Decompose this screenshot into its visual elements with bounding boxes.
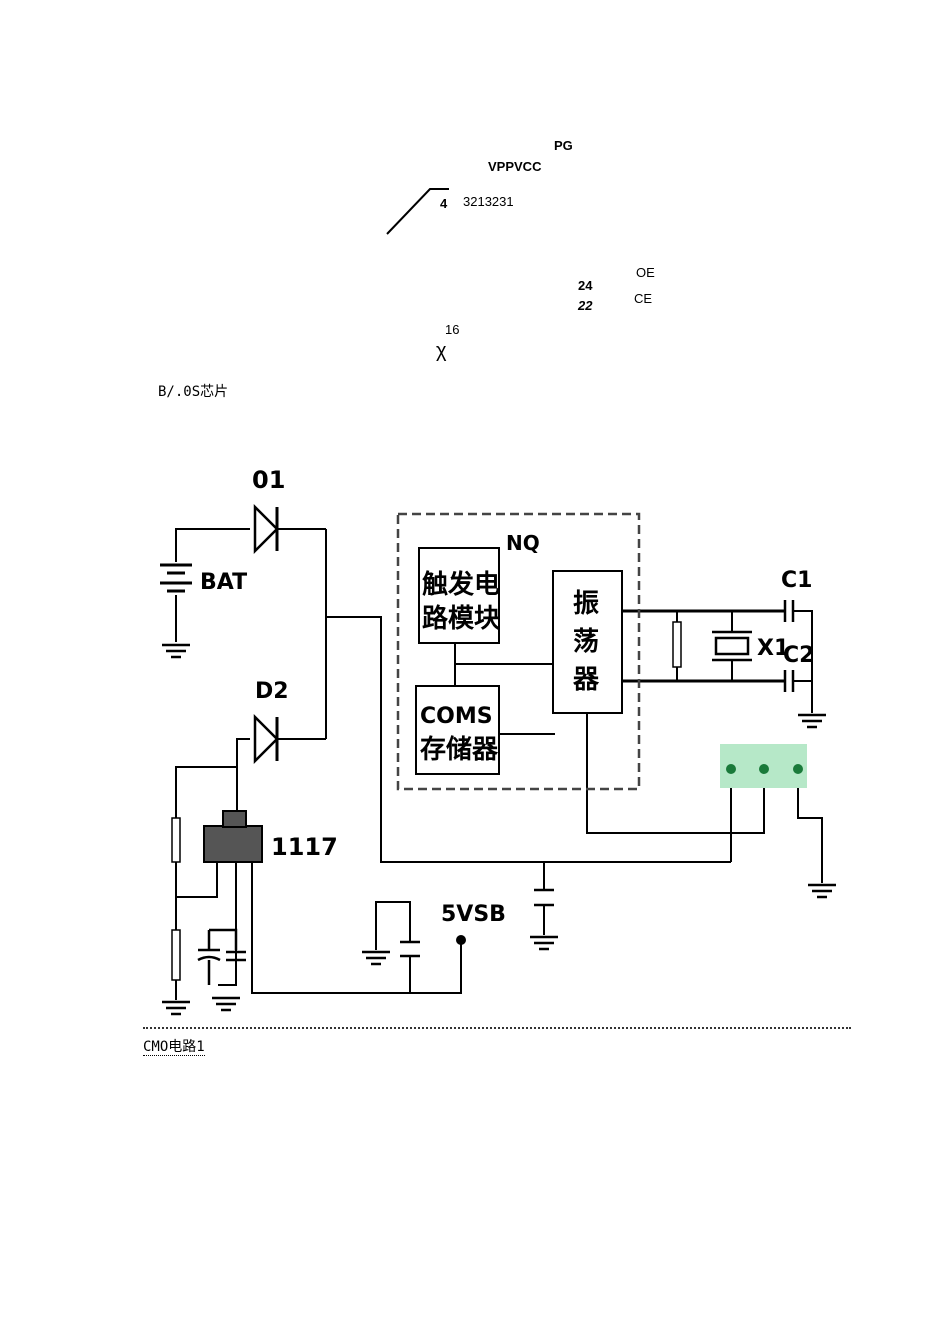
- crystal-icon: [712, 630, 752, 662]
- regulator-body: [203, 825, 263, 863]
- vsb-cap-top-wire: [375, 901, 411, 950]
- jumper-pin-1-icon: [726, 764, 736, 774]
- d1-diode-icon: [253, 503, 279, 555]
- ground-icon-divider: [162, 1000, 190, 1016]
- regulator-label: 1117: [271, 833, 338, 861]
- pin-24-label: 24: [578, 278, 593, 293]
- ground-icon-vsb: [362, 950, 390, 966]
- divider-rule: [143, 1027, 851, 1029]
- cap-return-wire: [793, 610, 813, 713]
- xtal-resistor-icon: [672, 621, 682, 668]
- pg-label: PG: [554, 138, 573, 153]
- regulator-tab: [222, 810, 247, 828]
- jumper-pin-3-icon: [793, 764, 803, 774]
- ground-icon-filter: [530, 935, 558, 951]
- vsb-terminal-icon: [456, 935, 466, 945]
- x1-label: X1: [757, 636, 789, 661]
- coms-memory-box: [415, 685, 500, 775]
- osc-char-1: 振: [573, 589, 599, 619]
- adj-feedback-wire: [176, 862, 218, 898]
- x-mark: χ: [436, 340, 447, 362]
- trigger-osc-wire: [454, 643, 553, 665]
- jumper-right-wire: [797, 772, 823, 883]
- ground-icon-jumper: [808, 883, 836, 899]
- c1-capacitor-icon: [783, 600, 795, 622]
- d1-label: 01: [252, 466, 285, 494]
- bat-label: BAT: [200, 570, 247, 595]
- osc-char-2: 荡: [573, 627, 599, 657]
- d2-wire-left: [236, 738, 250, 811]
- ground-icon-bat: [162, 643, 190, 659]
- vsb-label: 5VSB: [441, 902, 506, 927]
- resistor-lower-icon: [171, 929, 181, 981]
- osc-jumper-wire: [586, 713, 765, 834]
- d2-diode-icon: [253, 713, 279, 765]
- circuit-caption: CMO电路1: [143, 1039, 205, 1056]
- circuit-caption-text: CMO电路1: [143, 1039, 205, 1056]
- output-wire: [251, 862, 462, 994]
- oe-label: OE: [636, 265, 655, 280]
- trigger-label-line2: 路模块: [422, 603, 500, 634]
- c1-label: C1: [781, 568, 812, 593]
- vppvcc-label: VPPVCC: [488, 159, 542, 174]
- vsb-capacitor-icon: [400, 940, 420, 958]
- coms-label-line2: 存储器: [420, 734, 499, 765]
- electrolytic-cap-icon: [197, 928, 246, 985]
- bat-wire-top: [175, 528, 250, 562]
- chip-outline-fragment: [386, 188, 449, 235]
- osc-char-3: 器: [572, 665, 600, 695]
- resistor-upper-icon: [171, 817, 181, 863]
- filter-capacitor-icon: [534, 888, 554, 907]
- pins-row-label: 3213231: [463, 194, 514, 209]
- d2-label: D2: [255, 679, 289, 704]
- nq-label: NQ: [506, 531, 540, 555]
- oscillator-box: [552, 570, 623, 714]
- ground-icon-cap: [212, 996, 240, 1012]
- nq-chip-boundary: [396, 512, 641, 791]
- pin-16-label: 16: [445, 322, 460, 337]
- main-feed-wire: [326, 616, 731, 863]
- ce-label: CE: [634, 291, 653, 306]
- c2-capacitor-icon: [783, 670, 795, 692]
- battery-icon: [160, 563, 192, 593]
- jumper-pin-2-icon: [759, 764, 769, 774]
- divider-wire-top: [175, 766, 237, 818]
- ground-icon-xtal: [798, 713, 826, 729]
- trigger-label-line1: 触发电: [422, 569, 500, 600]
- c2-label: C2: [783, 643, 814, 668]
- chip-caption: B/.0S芯片: [158, 384, 229, 400]
- cap-wire: [218, 862, 237, 986]
- coms-label-line1: COMS: [420, 704, 493, 729]
- trigger-module-box: [418, 547, 500, 644]
- pin-4-label: 4: [440, 196, 448, 211]
- pin-22-label: 22: [578, 298, 593, 313]
